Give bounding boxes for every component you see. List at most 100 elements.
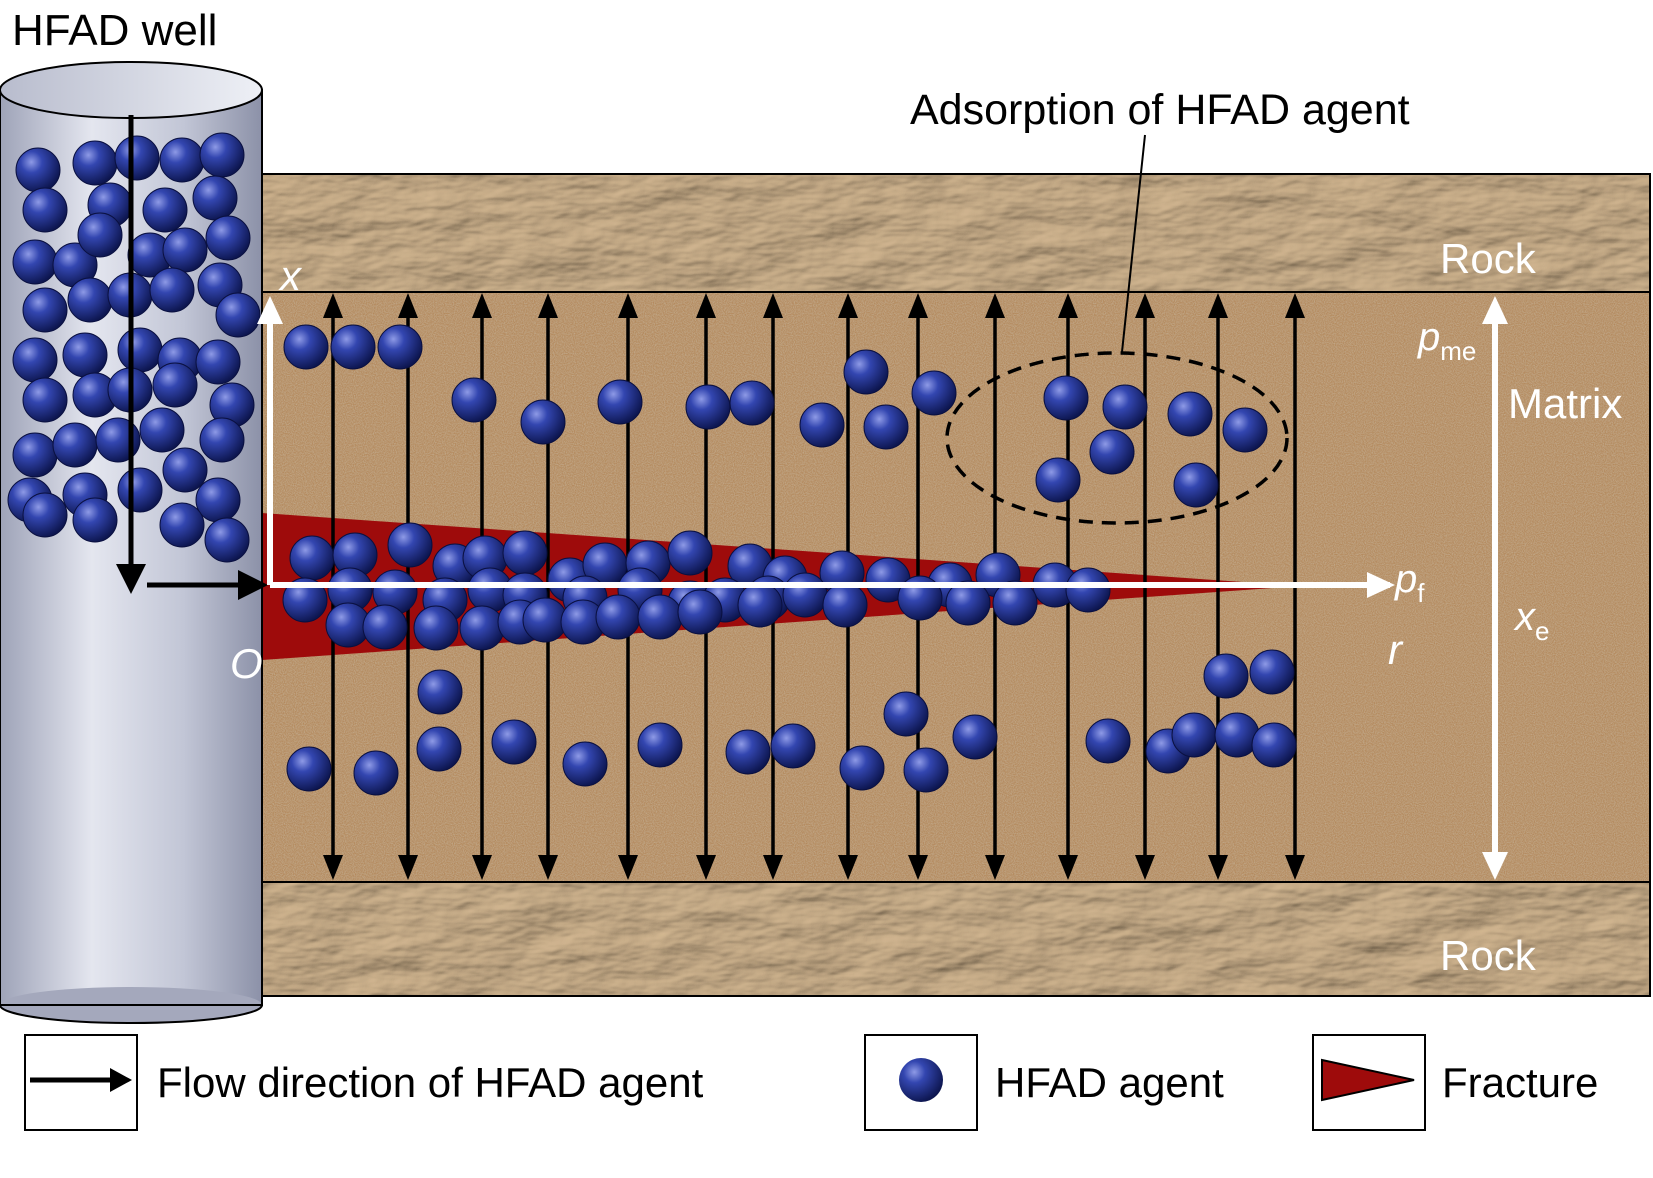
- matrix-agent-ball: [1171, 712, 1217, 758]
- well-agent-ball: [199, 417, 245, 463]
- matrix-agent-balls: [283, 324, 1297, 796]
- fracture-agent-ball: [459, 605, 505, 651]
- well-agent-ball: [162, 227, 208, 273]
- matrix-agent-ball: [353, 750, 399, 796]
- pf-label: pf: [1394, 557, 1425, 608]
- well-agent-ball: [195, 477, 241, 523]
- fracture-agent-ball: [362, 604, 408, 650]
- matrix-agent-ball: [491, 719, 537, 765]
- well-agent-ball: [114, 135, 160, 181]
- fracture-agent-ball: [522, 597, 568, 643]
- matrix-agent-ball: [843, 349, 889, 395]
- fracture-agent-ball: [822, 582, 868, 628]
- well-agent-ball: [12, 239, 58, 285]
- matrix-agent-ball: [416, 726, 462, 772]
- well-agent-ball: [22, 287, 68, 333]
- matrix-agent-ball: [725, 729, 771, 775]
- well-agent-ball: [152, 362, 198, 408]
- adsorption-ellipse: [945, 351, 1289, 525]
- matrix-agent-ball: [685, 384, 731, 430]
- well-agent-ball: [192, 175, 238, 221]
- matrix-agent-ball: [911, 370, 957, 416]
- well-agent-ball: [12, 432, 58, 478]
- fracture-agent-ball: [387, 522, 433, 568]
- well-agent-ball: [22, 377, 68, 423]
- legend-fracture-item: Fracture: [1312, 1034, 1598, 1131]
- well-agent-ball: [62, 332, 108, 378]
- coordinate-axes: [257, 296, 1395, 598]
- matrix-agent-ball: [1102, 384, 1148, 430]
- matrix-agent-ball: [1203, 653, 1249, 699]
- legend-fracture-label: Fracture: [1442, 1059, 1598, 1106]
- fracture-agent-ball: [289, 535, 335, 581]
- well-agent-ball: [205, 215, 251, 261]
- fracture-agent-ball: [595, 594, 641, 640]
- x-axis-label: x: [278, 252, 303, 299]
- well-agent-ball: [67, 277, 113, 323]
- matrix-agent-ball: [729, 380, 775, 426]
- matrix-agent-ball: [1167, 391, 1213, 437]
- xe-double-arrow: [1482, 296, 1508, 880]
- matrix-label: Matrix: [1508, 380, 1622, 427]
- matrix-agent-ball: [283, 324, 329, 370]
- fracture-agent-ball: [782, 572, 828, 618]
- matrix-agent-ball: [799, 402, 845, 448]
- matrix-agent-ball: [1089, 429, 1135, 475]
- matrix-agent-ball: [1173, 462, 1219, 508]
- matrix-agent-ball: [562, 741, 608, 787]
- fracture-agent-ball: [992, 580, 1038, 626]
- well-agent-ball: [22, 492, 68, 538]
- matrix-agent-ball: [377, 324, 423, 370]
- matrix-agent-ball: [417, 669, 463, 715]
- fracture-agent-ball: [667, 530, 713, 576]
- well-agent-balls: [7, 132, 261, 563]
- matrix-agent-ball: [637, 722, 683, 768]
- well-agent-ball: [117, 467, 163, 513]
- ball-icon: [899, 1058, 943, 1102]
- well-agent-ball: [15, 147, 61, 193]
- well-agent-ball: [139, 407, 185, 453]
- rock-top-layer: [257, 173, 1651, 293]
- page-title: HFAD well: [12, 6, 217, 55]
- matrix-agent-ball: [330, 324, 376, 370]
- well-agent-ball: [199, 132, 245, 178]
- fracture-agent-ball: [637, 594, 683, 640]
- fracture-agent-ball: [282, 577, 328, 623]
- well-agent-ball: [117, 327, 163, 373]
- adsorption-annotation: Adsorption of HFAD agent: [910, 86, 1410, 134]
- fracture-agent-ball: [677, 589, 723, 635]
- fracture-agent-ball: [1065, 567, 1111, 613]
- well-agent-ball: [204, 517, 250, 563]
- well-agent-ball: [149, 267, 195, 313]
- well-agent-ball: [12, 337, 58, 383]
- arrow-icon: [110, 1068, 132, 1092]
- well-agent-ball: [77, 212, 123, 258]
- legend-flow-label: Flow direction of HFAD agent: [157, 1059, 704, 1106]
- pme-label: pme: [1417, 315, 1476, 366]
- fracture-agent-ball: [502, 530, 548, 576]
- well-agent-ball: [159, 502, 205, 548]
- xe-label: xe: [1513, 595, 1549, 646]
- fracture-agent-ball: [945, 580, 991, 626]
- matrix-agent-ball: [1251, 722, 1297, 768]
- legend-flow-item: Flow direction of HFAD agent: [24, 1034, 704, 1131]
- rock-bottom-layer: [257, 881, 1651, 997]
- well-agent-ball: [72, 497, 118, 543]
- fracture-agent-ball: [737, 582, 783, 628]
- wedge-icon: [1321, 1058, 1415, 1102]
- well-agent-ball: [72, 140, 118, 186]
- well-agent-ball: [162, 447, 208, 493]
- matrix-agent-ball: [952, 714, 998, 760]
- matrix-agent-ball: [1085, 718, 1131, 764]
- matrix-agent-ball: [863, 404, 909, 450]
- rock-top-label: Rock: [1440, 235, 1537, 282]
- matrix-agent-ball: [903, 747, 949, 793]
- well-agent-ball: [52, 422, 98, 468]
- matrix-agent-ball: [1035, 457, 1081, 503]
- legend-agent-item: HFAD agent: [864, 1034, 1224, 1131]
- well-agent-ball: [159, 137, 205, 183]
- well-agent-ball: [22, 187, 68, 233]
- matrix-agent-ball: [1222, 407, 1268, 453]
- well-agent-ball: [195, 339, 241, 385]
